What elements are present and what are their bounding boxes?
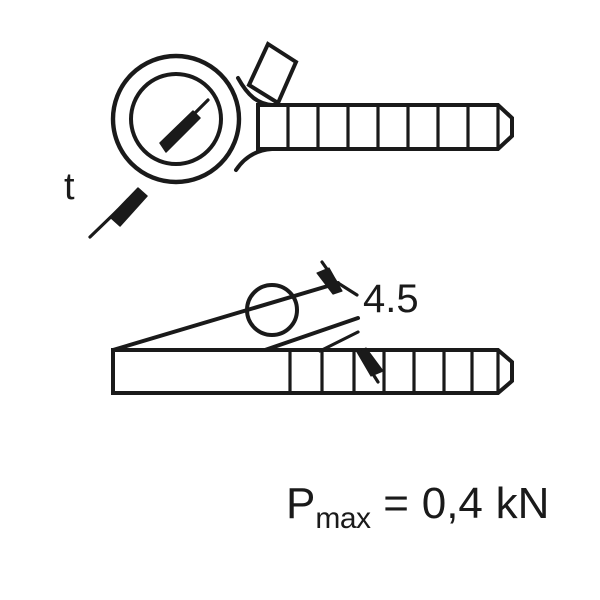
top-view-tilted-tab [246, 41, 299, 106]
top-view-shank-outline [256, 103, 514, 151]
top-view-ring-inner-circle [129, 72, 223, 166]
load-equals: = [383, 479, 409, 528]
top-view-group [88, 41, 514, 239]
dimension-value-label: 4.5 [363, 277, 419, 321]
side-view-taper-inner-edge [263, 316, 360, 352]
load-unit: kN [495, 479, 550, 528]
load-value: 0,4 [421, 479, 483, 528]
top-view-neck-lower-fillet [234, 147, 274, 172]
dimension-arrow-upper [316, 260, 343, 295]
top-view-thread-lines [286, 105, 500, 149]
thickness-leader-arrow [88, 187, 148, 239]
side-view-thread-lines [288, 350, 500, 393]
load-rating-label: Pmax = 0,4 kN [286, 482, 549, 534]
thickness-symbol-label: t [64, 166, 75, 208]
side-view-eye-circle [245, 283, 299, 337]
dimension-witness-upper [336, 281, 359, 297]
dimension-arrow-lower [356, 347, 384, 384]
top-view-neck-upper-fillet [236, 76, 274, 107]
dimension-witness-lower [318, 330, 360, 353]
load-subscript: max [315, 501, 371, 535]
side-view-shank-outline [111, 348, 514, 395]
top-view-inner-leader-arrow [159, 98, 210, 153]
top-view-ring-outer-circle [110, 53, 242, 185]
side-view-taper-upper-edge [111, 281, 340, 352]
side-view-group [111, 260, 514, 395]
load-symbol: P [286, 479, 316, 528]
